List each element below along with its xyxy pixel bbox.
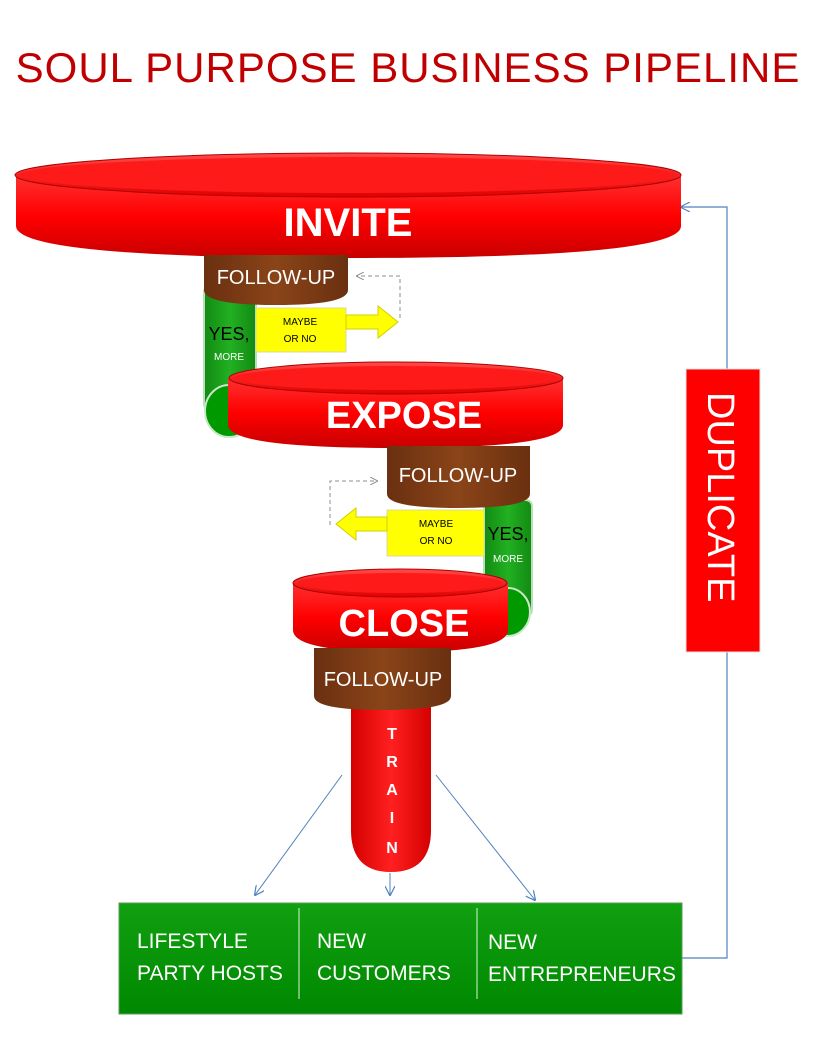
invite-label: INVITE <box>284 201 413 245</box>
maybe-box-second: MAYBE OR NO <box>386 509 485 557</box>
yellow-arrow-right-icon <box>345 304 399 340</box>
expose-stage: EXPOSE <box>228 361 564 448</box>
outcome-customers-line1: NEW <box>317 930 366 953</box>
outcome-hosts-line2: PARTY HOSTS <box>137 962 283 985</box>
page-title: SOUL PURPOSE BUSINESS PIPELINE <box>16 44 801 91</box>
train-letter-r: R <box>386 754 398 771</box>
distribution-arrows <box>255 774 535 900</box>
train-pipe: T R A I N <box>351 705 431 872</box>
retry-dashed-arrow-first <box>357 276 401 318</box>
more-label-second: MORE <box>493 554 523 565</box>
follow-up-label-first: FOLLOW-UP <box>217 267 336 289</box>
yes-label-second: YES, <box>487 524 528 544</box>
outcomes-box: LIFESTYLE PARTY HOSTS NEW CUSTOMERS NEW … <box>118 902 683 1015</box>
outcome-customers-line2: CUSTOMERS <box>317 962 451 985</box>
duplicate-box: DUPLICATE <box>685 368 761 653</box>
train-letter-n: N <box>386 840 398 857</box>
maybe-box-first: MAYBE OR NO <box>255 307 347 353</box>
close-label: CLOSE <box>339 603 470 645</box>
outcome-entrepreneurs-line1: NEW <box>488 931 537 954</box>
train-letter-t: T <box>387 726 397 743</box>
close-stage: CLOSE <box>292 568 508 652</box>
maybe-label-first: MAYBE <box>283 317 318 328</box>
follow-up-first: FOLLOW-UP <box>204 255 348 305</box>
follow-up-label-third: FOLLOW-UP <box>324 669 443 691</box>
duplicate-label: DUPLICATE <box>699 392 741 602</box>
or-no-label-second: OR NO <box>420 536 453 547</box>
follow-up-label-second: FOLLOW-UP <box>399 465 518 487</box>
yellow-arrow-left-icon <box>335 506 388 542</box>
outcome-entrepreneurs-line2: ENTREPRENEURS <box>488 963 676 986</box>
follow-up-third: FOLLOW-UP <box>314 648 451 710</box>
retry-dashed-arrow-second <box>329 481 377 525</box>
maybe-label-second: MAYBE <box>419 519 454 530</box>
expose-label: EXPOSE <box>326 395 482 437</box>
invite-stage: INVITE <box>14 152 682 258</box>
train-letter-i: I <box>390 810 394 827</box>
more-label-first: MORE <box>214 352 244 363</box>
yes-label-first: YES, <box>208 324 249 344</box>
or-no-label-first: OR NO <box>284 334 317 345</box>
follow-up-second: FOLLOW-UP <box>387 446 530 508</box>
outcome-hosts-line1: LIFESTYLE <box>137 930 248 953</box>
train-letter-a: A <box>386 782 398 799</box>
